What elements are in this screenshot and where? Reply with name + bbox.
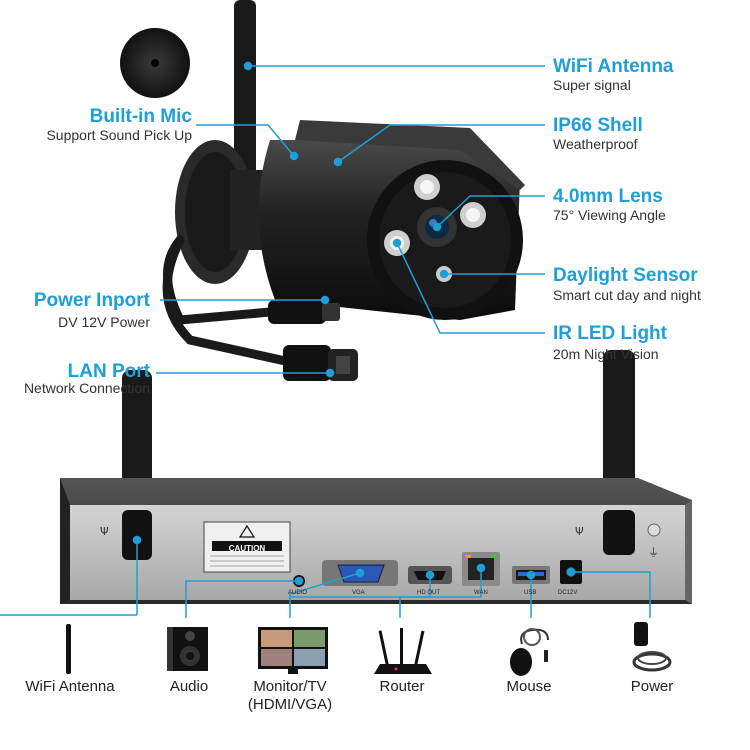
nvr-antenna-right-base bbox=[603, 510, 635, 555]
lan-connector bbox=[283, 345, 358, 381]
camera-callout-lines bbox=[156, 61, 545, 378]
camera-antenna bbox=[234, 0, 256, 200]
lens-subtitle: 75° Viewing Angle bbox=[553, 207, 666, 223]
power-inport-title: Power Inport bbox=[33, 290, 150, 311]
wifi-antenna-subtitle: Super signal bbox=[553, 77, 631, 93]
lan-port-title: LAN Port bbox=[67, 361, 150, 382]
power-connector bbox=[268, 300, 340, 324]
builtin-mic-subtitle: Support Sound Pick Up bbox=[46, 127, 192, 143]
dc-port-label: DC12V bbox=[558, 590, 578, 596]
accessory-label-monitor: Monitor/TV (HDMI/VGA) bbox=[247, 678, 333, 713]
daylight-sensor-subtitle: Smart cut day and night bbox=[553, 287, 701, 303]
nvr-antenna-left-base bbox=[122, 510, 152, 560]
power-inport-subtitle: DV 12V Power bbox=[58, 314, 150, 330]
antenna-symbol-icon: Ψ bbox=[100, 525, 109, 538]
lan-port-subtitle: Network Connection bbox=[23, 380, 150, 396]
ip66-shell-subtitle: Weatherproof bbox=[553, 136, 638, 152]
ir-led-title: IR LED Light bbox=[553, 323, 667, 344]
ground-screw bbox=[647, 523, 661, 537]
antenna-symbol-icon: Ψ bbox=[575, 525, 584, 538]
wifi-antenna-title: WiFi Antenna bbox=[553, 56, 674, 77]
nvr-callout-lines bbox=[0, 535, 651, 618]
speaker-icon bbox=[167, 627, 208, 671]
wan-port-label: WAN bbox=[474, 590, 488, 596]
accessory-label-audio: Audio bbox=[169, 678, 209, 695]
antenna-icon bbox=[66, 624, 71, 674]
builtin-mic-title: Built-in Mic bbox=[89, 106, 192, 127]
lens-title: 4.0mm Lens bbox=[553, 186, 663, 207]
mic-zoom-icon bbox=[120, 28, 190, 98]
ip66-shell-title: IP66 Shell bbox=[553, 115, 643, 136]
usb-port-label: USB bbox=[524, 590, 537, 596]
daylight-sensor-title: Daylight Sensor bbox=[553, 265, 698, 286]
monitor-icon bbox=[258, 627, 328, 674]
mouse-icon bbox=[510, 628, 549, 676]
ir-led-subtitle: 20m Night Vision bbox=[553, 346, 659, 362]
power-adapter-icon bbox=[632, 622, 672, 672]
camera-body bbox=[258, 120, 525, 320]
hdmi-port-label: HD OUT bbox=[417, 590, 440, 596]
caution-label bbox=[203, 521, 291, 573]
accessory-label-wifi-antenna: WiFi Antenna bbox=[25, 678, 115, 695]
accessory-label-router: Router bbox=[379, 678, 425, 695]
ground-symbol-icon: ⏚ bbox=[648, 546, 659, 559]
accessory-label-power: Power bbox=[630, 678, 674, 695]
audio-port-label: AUDIO bbox=[288, 590, 308, 596]
caution-text: CAUTION bbox=[228, 544, 266, 553]
router-icon bbox=[374, 628, 432, 674]
vga-port-label: VGA bbox=[352, 590, 365, 596]
accessory-label-mouse: Mouse bbox=[506, 678, 552, 695]
